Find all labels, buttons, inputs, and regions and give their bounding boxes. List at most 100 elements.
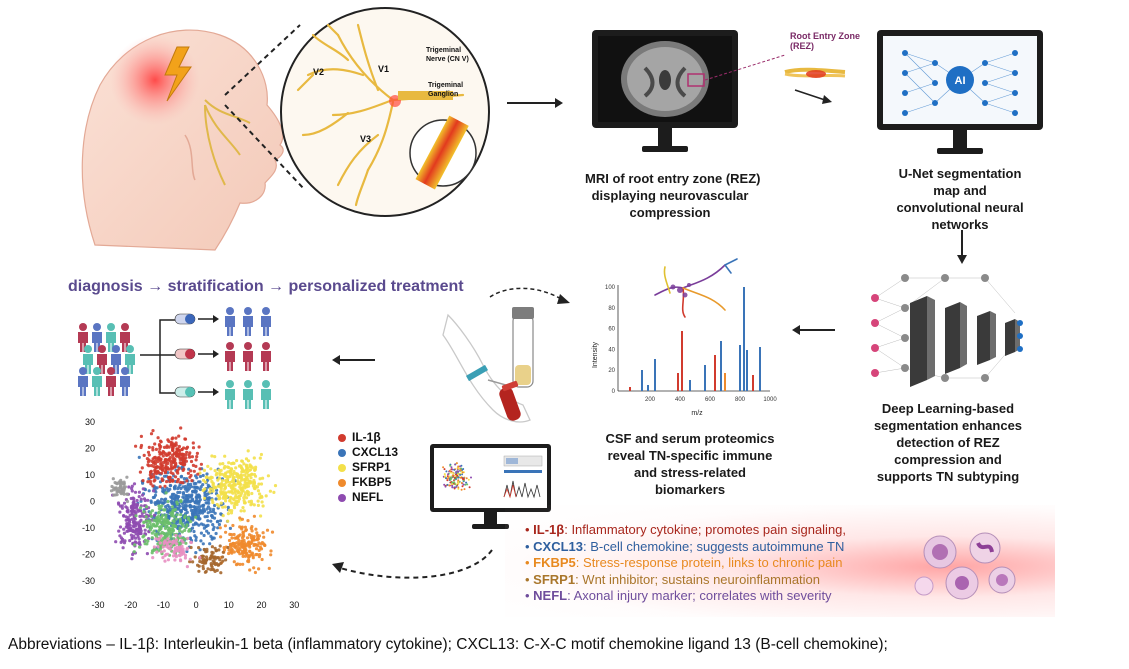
mini-cell-dot xyxy=(451,484,454,487)
scatter-point xyxy=(189,482,193,486)
scatter-point xyxy=(146,524,150,528)
scatter-point xyxy=(211,489,215,493)
scatter-point xyxy=(134,524,138,528)
scatter-point xyxy=(171,554,176,558)
scatter-point xyxy=(268,489,272,493)
scatter-point xyxy=(247,560,251,564)
mini-cell-dot xyxy=(450,471,453,474)
scatter-point xyxy=(179,513,183,517)
scatter-point xyxy=(230,536,234,540)
spectrum-ytick: 100 xyxy=(605,285,616,291)
scatter-point xyxy=(188,537,192,541)
scatter-point xyxy=(164,497,168,501)
scatter-point xyxy=(156,460,160,464)
scatter-point xyxy=(202,496,207,500)
scatter-point xyxy=(209,519,213,523)
scatter-point xyxy=(266,474,270,478)
scatter-point xyxy=(167,516,171,520)
scatter-point xyxy=(138,470,142,474)
person-body xyxy=(120,376,130,396)
scatter-xtick: 0 xyxy=(194,600,199,610)
scatter-point xyxy=(150,459,154,463)
scatter-point xyxy=(211,482,215,486)
scatter-point xyxy=(158,547,162,551)
scatter-point xyxy=(197,510,201,515)
scatter-point xyxy=(165,480,169,484)
scatter-point xyxy=(153,493,158,497)
scatter-point xyxy=(262,535,266,539)
scatter-point xyxy=(144,515,148,519)
scatter-point xyxy=(209,563,213,567)
scatter-point xyxy=(174,436,178,440)
scatter-point xyxy=(241,544,245,549)
scatter-point xyxy=(193,501,197,505)
scatter-point xyxy=(248,473,252,477)
arrow-to-spectrum xyxy=(792,325,835,335)
legend-item: IL-1β xyxy=(338,430,398,445)
scatter-point xyxy=(161,468,165,472)
scatter-point xyxy=(156,545,160,549)
scatter-point xyxy=(126,508,130,512)
scatter-point xyxy=(204,475,208,479)
scatter-point xyxy=(167,505,171,509)
scatter-xtick: -10 xyxy=(157,600,170,610)
legend-label: IL-1β xyxy=(352,430,381,444)
scatter-point xyxy=(185,523,189,527)
scatter-point xyxy=(183,515,187,520)
scatter-point xyxy=(269,549,273,553)
scatter-point xyxy=(166,537,170,541)
scatter-point xyxy=(163,484,167,488)
scatter-point xyxy=(259,542,263,546)
scatter-point xyxy=(155,486,159,490)
scatter-point xyxy=(185,489,189,493)
scatter-point xyxy=(265,528,270,532)
scatter-point xyxy=(180,530,184,534)
scatter-point xyxy=(254,465,258,469)
scatter-point xyxy=(214,497,218,501)
person-icon xyxy=(98,345,106,353)
scatter-point xyxy=(216,563,220,567)
scatter-point xyxy=(166,475,171,479)
scatter-point xyxy=(212,516,217,520)
scatter-point xyxy=(174,555,178,559)
scatter-point xyxy=(221,550,225,554)
scatter-point xyxy=(152,513,157,517)
scatter-point xyxy=(246,484,251,488)
scatter-point xyxy=(149,514,153,518)
scatter-point xyxy=(269,553,273,557)
scatter-point xyxy=(166,438,170,442)
scatter-point xyxy=(189,459,194,464)
scatter-point xyxy=(199,462,203,466)
scatter-point xyxy=(208,542,212,546)
scatter-point xyxy=(189,520,193,524)
scatter-point xyxy=(164,458,169,462)
scatter-point xyxy=(227,483,231,487)
scatter-point xyxy=(226,505,230,509)
scatter-point xyxy=(217,495,221,499)
mini-cell-dot xyxy=(468,486,471,489)
scatter-point xyxy=(138,545,142,549)
scatter-point xyxy=(176,471,180,475)
scatter-point xyxy=(245,489,249,493)
scatter-point xyxy=(247,493,251,497)
mini-cell-dot xyxy=(453,468,456,471)
scatter-point xyxy=(137,525,141,529)
scatter-point xyxy=(145,552,149,556)
scatter-point xyxy=(221,462,225,466)
scatter-point xyxy=(124,505,128,509)
scatter-point xyxy=(166,546,171,550)
scatter-point xyxy=(198,559,202,564)
scatter-point xyxy=(228,480,232,485)
person-icon xyxy=(262,380,270,388)
scatter-point xyxy=(205,557,209,562)
biomarker-row: • SFRP1: Wnt inhibitor; sustains neuroin… xyxy=(525,572,846,589)
scatter-point xyxy=(242,478,246,482)
scatter-point xyxy=(232,469,236,474)
scatter-point xyxy=(213,455,217,459)
scatter-point xyxy=(239,473,243,477)
scatter-point xyxy=(194,515,198,519)
scatter-point xyxy=(249,541,253,546)
scatter-point xyxy=(159,451,163,455)
legend-dot xyxy=(338,478,346,487)
scatter-point xyxy=(181,495,185,499)
